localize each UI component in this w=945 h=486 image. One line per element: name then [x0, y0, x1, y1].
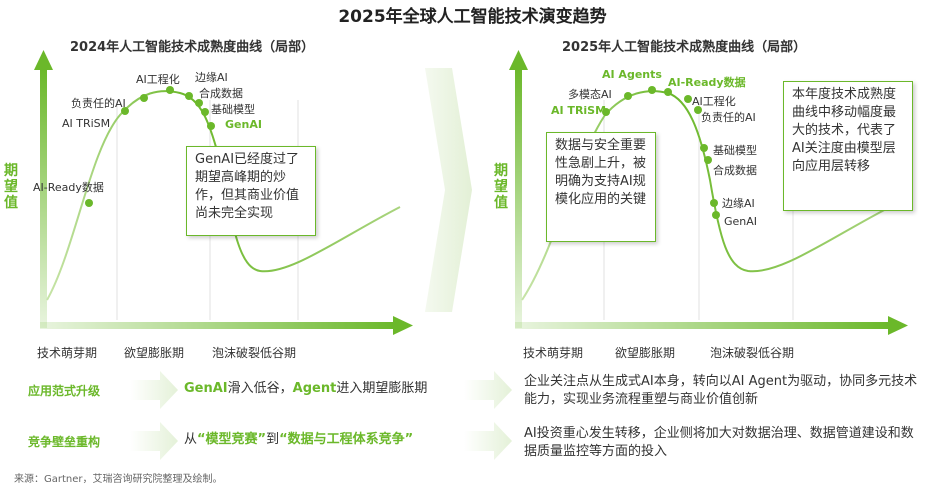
dot-foundation-models-2025: [700, 144, 708, 152]
dot-synthetic-data-2025: [704, 156, 712, 164]
row1-arrow-left: [130, 371, 178, 409]
label-multimodal-ai: 多模态AI: [568, 88, 612, 101]
dot-ai-engineering-2025: [684, 95, 692, 103]
row2-mid-d: “数据与工程体系竞争”: [279, 432, 414, 447]
dot-ai-engineering: [166, 86, 174, 94]
label-foundation-models-2025: 基础模型: [713, 144, 757, 157]
row2-label: 竞争壁垒重构: [28, 435, 101, 449]
right-chart-subtitle: 2025年人工智能技术成熟度曲线（局部）: [562, 40, 807, 55]
row2-middle: 从“模型竞赛”到“数据与工程体系竞争”: [184, 431, 413, 449]
right-callout-left: 数据与安全重要性急剧上升，被明确为支持AI规模化应用的关键: [546, 132, 656, 242]
row1-arrow-right: [464, 371, 512, 409]
row1-label: 应用范式升级: [28, 384, 101, 398]
dot-foundation-models: [201, 108, 209, 116]
dot-responsible-ai: [140, 94, 148, 102]
dot-multimodal-ai: [624, 92, 632, 100]
left-callout: GenAI已经度过了期望高峰期的炒作，但其商业价值尚未完全实现: [186, 146, 316, 236]
label-ai-ready-data: AI-Ready数据: [33, 181, 104, 194]
label-ai-engineering-2025: AI工程化: [692, 95, 736, 108]
dot-ai-trism: [121, 107, 129, 115]
left-phase-3: 泡沫破裂低谷期: [212, 346, 297, 360]
dot-edge-ai: [185, 92, 193, 100]
row2-right: AI投资重心发生转移，企业侧将加大对数据治理、数据管道建设和数据质量监控等方面的…: [524, 426, 914, 459]
dot-ai-ready-data-2025: [664, 88, 672, 96]
dot-synthetic-data: [195, 99, 203, 107]
row2-arrow-right: [464, 422, 512, 460]
label-ai-trism-2025: AI TRiSM: [551, 104, 607, 117]
label-edge-ai: 边缘AI: [195, 71, 228, 84]
label-ai-agents: AI Agents: [602, 68, 662, 81]
label-responsible-ai: 负责任的AI: [71, 97, 126, 110]
dot-ai-ready-data: [85, 199, 93, 207]
left-phase-2: 欲望膨胀期: [124, 346, 185, 360]
left-ylabel: 期望值: [4, 163, 18, 211]
dot-responsible-ai-2025: [694, 106, 702, 114]
label-synthetic-data-2025: 合成数据: [713, 164, 757, 177]
right-phase-2: 欲望膨胀期: [615, 346, 676, 360]
dot-edge-ai-2025: [710, 199, 718, 207]
left-phase-1: 技术萌芽期: [37, 346, 98, 360]
label-ai-engineering: AI工程化: [136, 73, 180, 86]
label-synthetic-data: 合成数据: [199, 87, 243, 100]
right-ylabel: 期望值: [494, 163, 508, 211]
row2-mid-a: 从: [184, 432, 198, 447]
source-note: 来源：Gartner，艾瑞咨询研究院整理及绘制。: [14, 474, 223, 485]
row2-mid-b: “模型竞赛”: [197, 432, 267, 447]
row1-mid-b: 滑入低谷，: [227, 381, 293, 396]
row1-middle: GenAI滑入低谷，Agent进入期望膨胀期: [184, 380, 427, 398]
row1-right: 企业关注点从生成式AI本身，转向以AI Agent为驱动，协同多元技术能力，实现…: [524, 374, 918, 407]
row2-arrow-left: [130, 422, 178, 460]
right-phase-3: 泡沫破裂低谷期: [710, 346, 795, 360]
label-foundation-models: 基础模型: [211, 103, 255, 116]
dot-ai-agents: [648, 86, 656, 94]
left-chart-axes: [34, 50, 413, 335]
row1-mid-c: Agent: [292, 381, 337, 396]
dot-genai: [207, 122, 215, 130]
row2-mid-c: 到: [266, 432, 280, 447]
label-ai-ready-data-2025: AI-Ready数据: [668, 76, 746, 89]
right-phase-1: 技术萌芽期: [523, 346, 584, 360]
page-title: 2025年全球人工智能技术演变趋势: [338, 7, 607, 27]
transition-arrow: [425, 68, 472, 312]
left-chart-subtitle: 2024年人工智能技术成熟度曲线（局部）: [70, 40, 315, 55]
dot-genai-2025: [712, 211, 720, 219]
label-genai-2025: GenAI: [724, 215, 758, 228]
label-edge-ai-2025: 边缘AI: [722, 197, 755, 210]
label-responsible-ai-2025: 负责任的AI: [701, 111, 756, 124]
label-genai: GenAI: [225, 118, 262, 131]
label-ai-trism: AI TRiSM: [62, 117, 111, 130]
right-callout-right: 本年度技术成熟度曲线中移动幅度最大的技术，代表了AI关注度由模型层向应用层转移: [783, 81, 913, 211]
row1-mid-a: GenAI: [184, 381, 228, 396]
dot-ai-trism-2025: [602, 108, 610, 116]
row1-mid-d: 进入期望膨胀期: [336, 381, 428, 396]
